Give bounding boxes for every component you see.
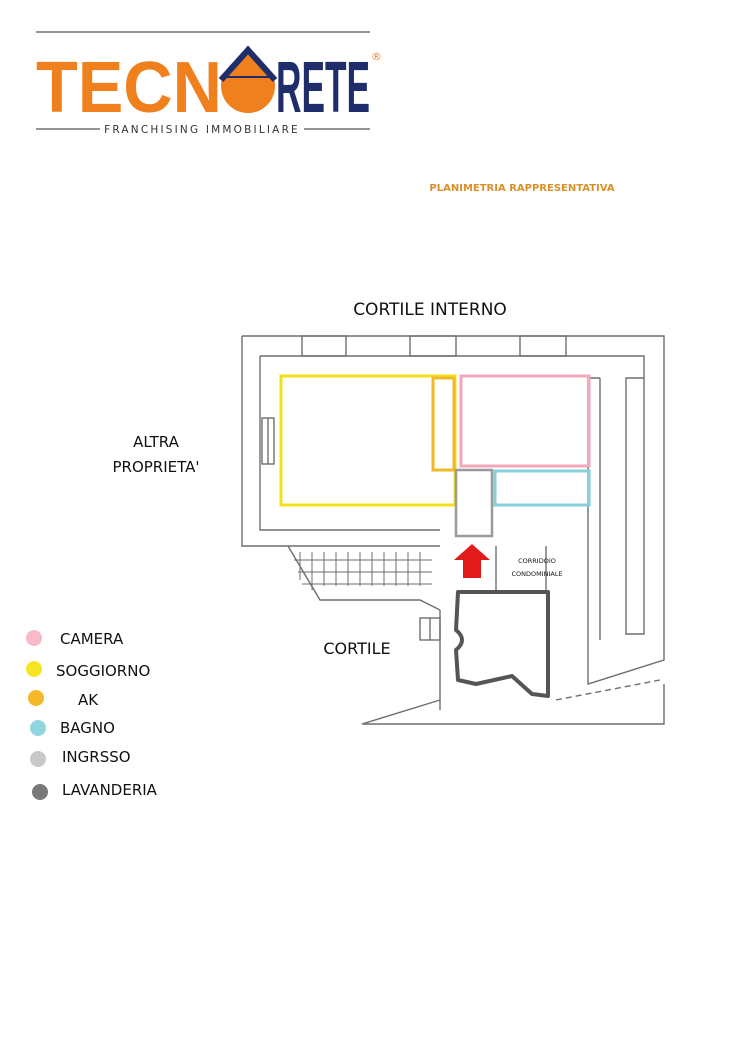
swatch-ingresso xyxy=(30,751,46,767)
outer-wall-left xyxy=(241,336,440,547)
outer-wall-top xyxy=(242,335,665,378)
stair-outline xyxy=(287,545,441,611)
logo-wordmark-suffix: RETE xyxy=(276,48,370,128)
label-corridoio: CORRIDOIO xyxy=(518,557,556,565)
legend-item-ingresso: INGRSSO xyxy=(30,748,131,767)
courtyard-dashed-boundary xyxy=(555,679,661,701)
window-top-2 xyxy=(409,335,457,357)
arrow-up-icon xyxy=(454,544,490,578)
building-walls xyxy=(241,335,665,725)
tecnorete-logo: TECN RETE ® FRANCHISING IMMOBILIARE xyxy=(36,31,382,136)
inner-wall-top xyxy=(260,355,645,378)
window-top-1 xyxy=(301,335,347,357)
legend-label: INGRSSO xyxy=(62,748,131,766)
room-bagno xyxy=(493,469,591,507)
legend-item-ak: AK xyxy=(28,690,99,709)
right-wing-outer xyxy=(587,377,665,685)
label-cortile-interno: CORTILE INTERNO xyxy=(353,300,507,320)
label-condominiale: CONDOMINIALE xyxy=(511,570,562,578)
legend-label: LAVANDERIA xyxy=(62,781,158,799)
legend: CAMERA SOGGIORNO AK BAGNO INGRSSO LAVAND… xyxy=(26,630,158,800)
swatch-camera xyxy=(26,630,42,646)
swatch-lavanderia xyxy=(32,784,48,800)
logo-tagline: FRANCHISING IMMOBILIARE xyxy=(104,124,300,136)
legend-label: AK xyxy=(78,691,99,709)
room-ak xyxy=(431,376,456,472)
window-top-3 xyxy=(519,335,567,357)
legend-item-lavanderia: LAVANDERIA xyxy=(32,781,158,800)
inner-wall-left xyxy=(259,356,440,531)
room-lavanderia xyxy=(454,590,550,698)
swatch-ak xyxy=(28,690,44,706)
swatch-soggiorno xyxy=(26,661,42,677)
room-soggiorno xyxy=(279,374,457,507)
right-wing-inner xyxy=(625,377,645,635)
room-camera xyxy=(459,374,591,468)
legend-label: CAMERA xyxy=(60,630,124,648)
legend-label: BAGNO xyxy=(60,719,115,737)
legend-item-camera: CAMERA xyxy=(26,630,124,648)
house-globe-icon xyxy=(218,45,278,113)
registered-mark: ® xyxy=(371,50,382,63)
plan-title: PLANIMETRIA RAPPRESENTATIVA xyxy=(429,183,614,194)
legend-item-soggiorno: SOGGIORNO xyxy=(26,661,150,680)
legend-item-bagno: BAGNO xyxy=(30,719,115,737)
swatch-bagno xyxy=(30,720,46,736)
label-altra: ALTRA xyxy=(133,433,180,451)
room-ingresso xyxy=(454,468,494,538)
courtyard-wall xyxy=(361,610,665,725)
label-cortile: CORTILE xyxy=(323,639,390,658)
legend-label: SOGGIORNO xyxy=(56,662,150,680)
label-proprieta: PROPRIETA' xyxy=(112,458,199,476)
stair-treads xyxy=(294,552,432,590)
logo-wordmark-prefix: TECN xyxy=(36,48,222,128)
